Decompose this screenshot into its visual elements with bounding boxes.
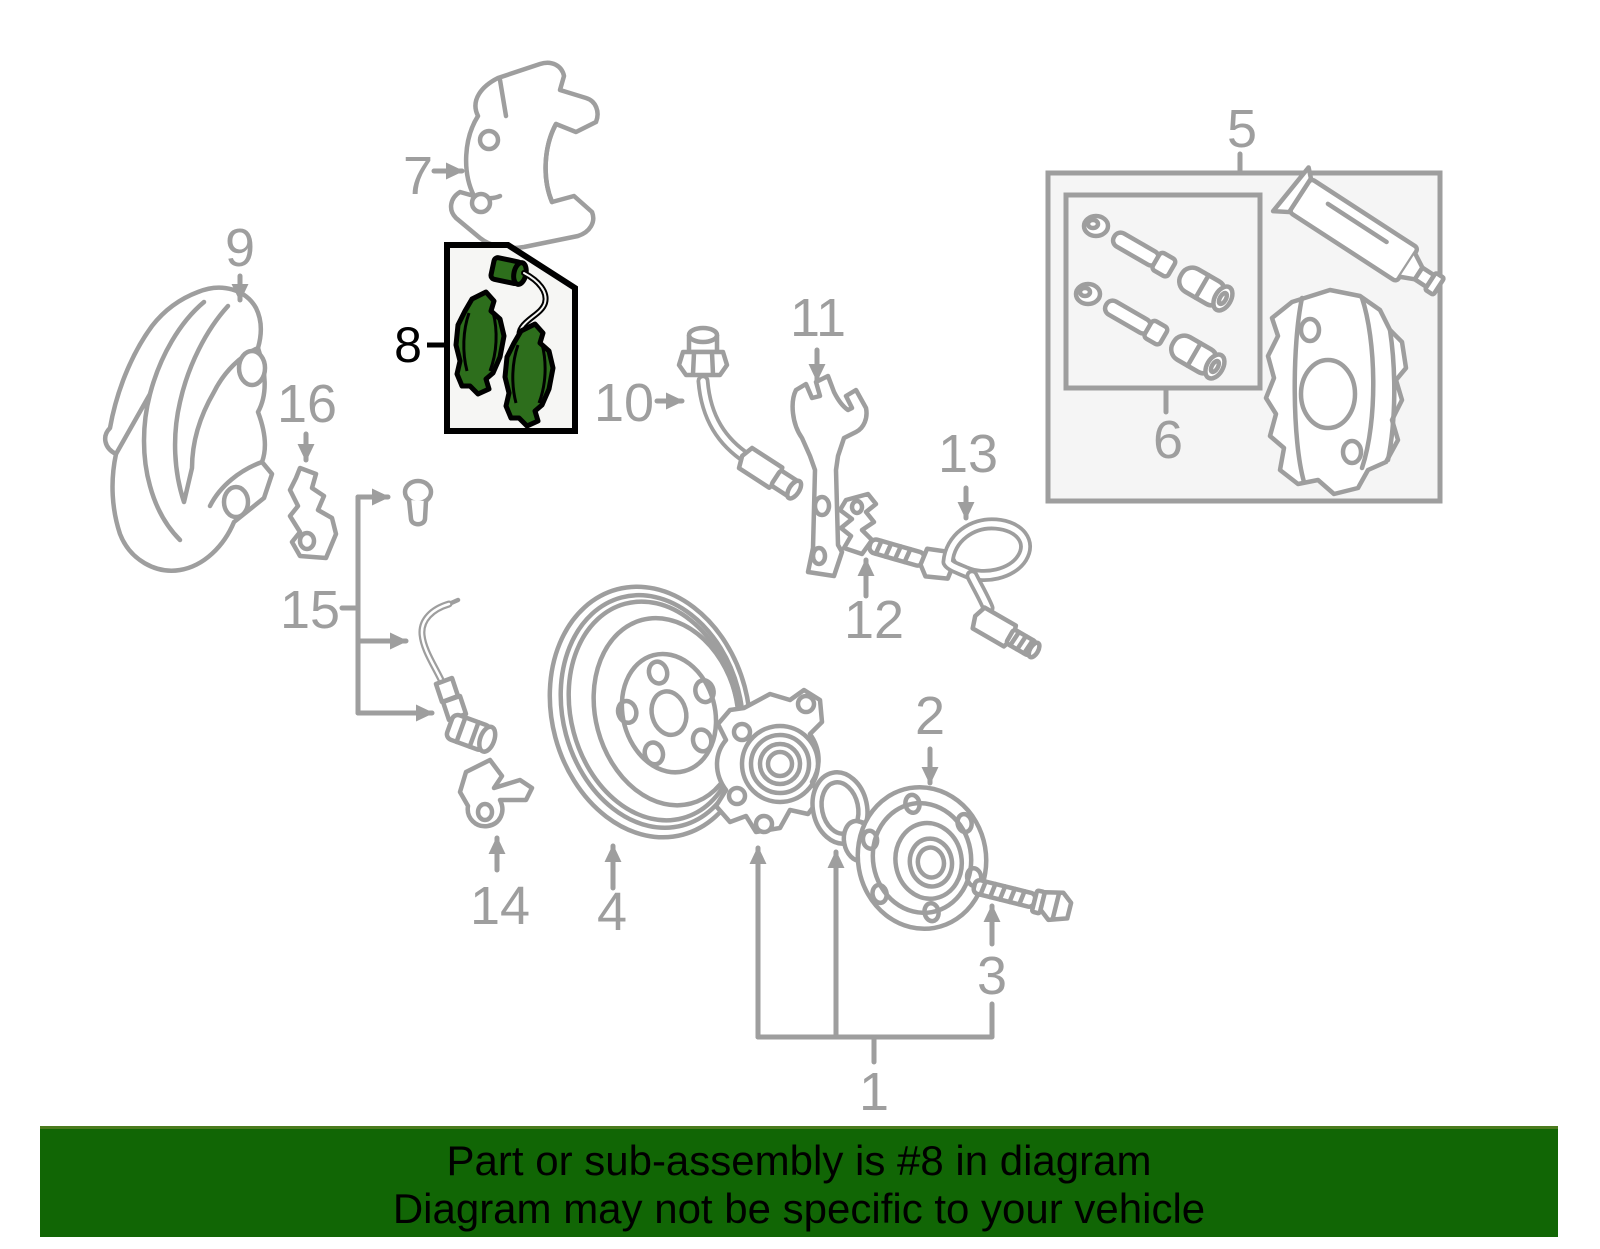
banner-line1: Part or sub-assembly is #8 in diagram bbox=[446, 1137, 1152, 1184]
callout-3: 3 bbox=[977, 946, 1007, 1006]
abs-sensor-holder-drawing bbox=[457, 757, 535, 829]
callout-4: 4 bbox=[597, 882, 627, 942]
banner-line2: Diagram may not be specific to your vehi… bbox=[392, 1185, 1206, 1232]
hose-13-drawing bbox=[867, 517, 1042, 660]
callout-15: 15 bbox=[280, 580, 340, 640]
callout-13: 13 bbox=[938, 424, 998, 484]
retaining-clip-drawing bbox=[837, 491, 879, 557]
callout-14: 14 bbox=[470, 876, 530, 936]
highlight-banner: Part or sub-assembly is #8 in diagram Di… bbox=[40, 1126, 1558, 1237]
callout-5: 5 bbox=[1227, 99, 1257, 159]
brake-hose-drawing bbox=[676, 325, 804, 501]
caliper-drawing bbox=[1263, 287, 1409, 497]
caliper-bracket-drawing bbox=[448, 60, 600, 251]
hub-bolt-drawing bbox=[971, 877, 1074, 923]
guide-pin-set bbox=[1081, 213, 1235, 313]
callout-8-highlighted: 8 bbox=[394, 317, 422, 373]
grease-tube-drawing bbox=[1270, 165, 1446, 297]
small-bracket-drawing bbox=[287, 465, 339, 561]
callout-leaders bbox=[231, 151, 1243, 1065]
bearing-housing-drawing bbox=[713, 687, 825, 835]
callout-10: 10 bbox=[594, 373, 654, 433]
brake-pad-drawing bbox=[453, 289, 507, 397]
callout-1: 1 bbox=[859, 1062, 889, 1122]
highlighted-brake-pads bbox=[444, 242, 578, 434]
abs-sensor-wire-drawing bbox=[402, 478, 498, 754]
callout-2: 2 bbox=[915, 686, 945, 746]
splash-shield-drawing bbox=[102, 285, 275, 573]
brake-rotor-drawing bbox=[547, 584, 753, 840]
callout-6: 6 bbox=[1153, 410, 1183, 470]
callout-7: 7 bbox=[403, 146, 433, 206]
wheel-hub-drawing bbox=[841, 784, 989, 932]
hose-bracket-drawing bbox=[790, 373, 869, 579]
callout-12: 12 bbox=[844, 590, 904, 650]
callout-9: 9 bbox=[225, 218, 255, 278]
caliper-kit-box bbox=[1045, 165, 1446, 504]
callout-16: 16 bbox=[277, 374, 337, 434]
callout-11: 11 bbox=[790, 288, 846, 348]
callout-numbers: 1 2 3 4 5 6 7 8 9 10 11 12 13 14 15 16 bbox=[225, 99, 1257, 1122]
